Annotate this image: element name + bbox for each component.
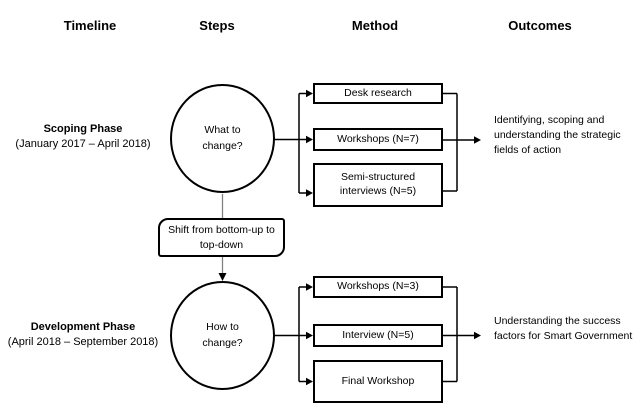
scoping-arrowheads <box>306 89 481 197</box>
method-box-semi-structured-interviews: Semi-structured interviews (N=5) <box>313 163 443 207</box>
method-box-final-workshop: Final Workshop <box>313 360 443 403</box>
development-arrowheads <box>306 283 481 386</box>
step-circle-how-to-change: How to change? <box>170 281 275 390</box>
method-box-workshops-n3: Workshops (N=3) <box>313 276 443 298</box>
step-question: What to change? <box>202 124 243 152</box>
column-header-method: Method <box>351 18 399 33</box>
down-arrowhead <box>218 273 227 281</box>
method-box-workshops-n7: Workshops (N=7) <box>313 128 443 151</box>
column-header-outcomes: Outcomes <box>508 18 572 33</box>
scoping-connectors <box>274 92 474 194</box>
column-header-timeline: Timeline <box>63 18 117 33</box>
method-label: Final Workshop <box>341 374 415 387</box>
method-label: Interview (N=5) <box>342 328 414 341</box>
step-circle-what-to-change: What to change? <box>170 84 275 193</box>
transition-label: Shift from bottom-up to top-down <box>168 224 275 251</box>
method-label: Desk research <box>344 86 412 99</box>
transition-card-shift: Shift from bottom-up to top-down <box>158 218 285 257</box>
phase-period: (January 2017 – April 2018) <box>15 138 151 151</box>
timeline-label-scoping-phase: Scoping Phase (January 2017 – April 2018… <box>2 122 164 153</box>
method-box-desk-research: Desk research <box>313 83 443 104</box>
column-header-steps: Steps <box>199 18 235 33</box>
phase-name: Scoping Phase <box>43 123 123 135</box>
method-label: Workshops (N=3) <box>337 280 419 293</box>
phase-period: (April 2018 – September 2018) <box>7 336 159 349</box>
method-label: Workshops (N=7) <box>337 132 419 145</box>
method-label: Semi-structured interviews (N=5) <box>339 171 417 197</box>
development-connectors <box>274 286 474 383</box>
timeline-label-development-phase: Development Phase (April 2018 – Septembe… <box>2 320 164 351</box>
outcome-text-development: Understanding the success factors for Sm… <box>494 315 633 342</box>
outcome-text-scoping: Identifying, scoping and understanding t… <box>494 114 621 156</box>
method-box-interview-n5: Interview (N=5) <box>313 324 443 347</box>
step-question: How to change? <box>202 321 243 349</box>
phase-name: Development Phase <box>30 321 136 333</box>
